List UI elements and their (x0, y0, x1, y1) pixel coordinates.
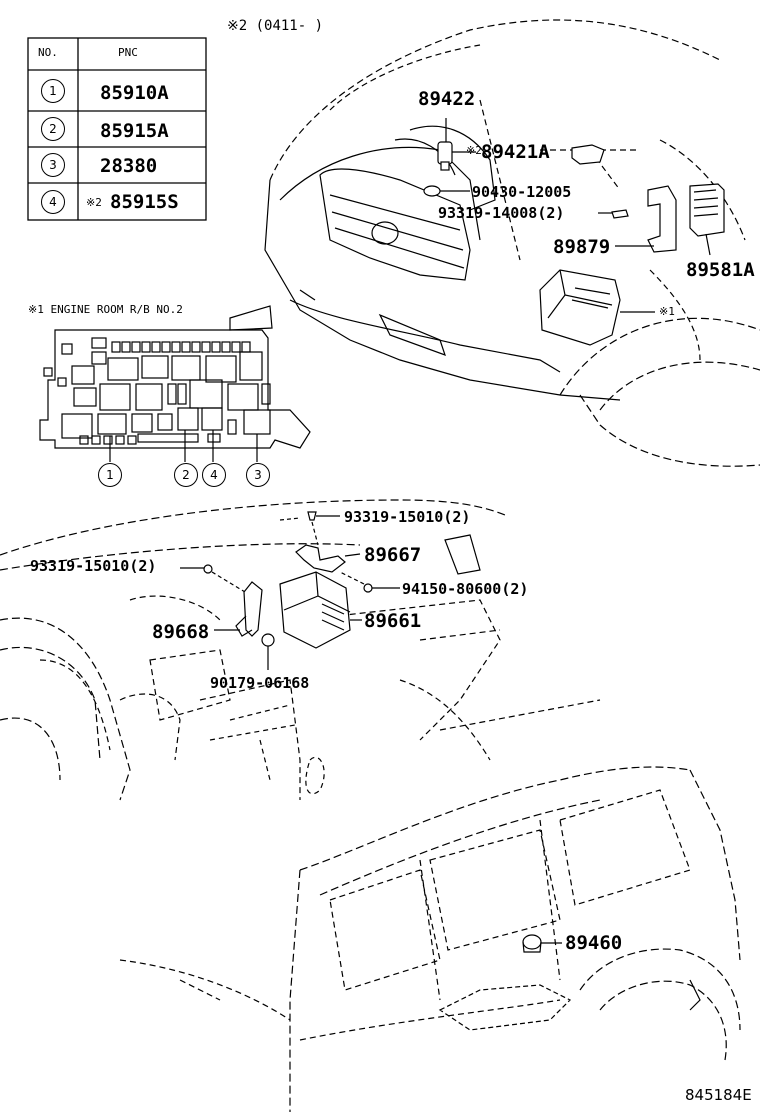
relay-callout: 1 (98, 463, 122, 487)
part-label-89667: 89667 (364, 544, 422, 566)
part-label-89879: 89879 (553, 236, 611, 258)
table-row-mark: ※2 (86, 196, 102, 209)
diagram-id: 845184E (685, 1086, 752, 1104)
part-label-89581a: 89581A (686, 259, 755, 281)
relay-callout: 3 (246, 463, 270, 487)
part-label-89422: 89422 (418, 88, 476, 110)
relay-callout: 2 (174, 463, 198, 487)
part-label-89668: 89668 (152, 621, 210, 643)
table-row-no: 2 (41, 117, 65, 141)
part-label-89460: 89460 (565, 932, 623, 954)
part-label-89661: 89661 (364, 610, 422, 632)
table-row-no: 1 (41, 79, 65, 103)
part-label-94150-80600: 94150-80600(2) (402, 580, 529, 598)
table-row-no: 4 (41, 190, 65, 214)
body-sketch (119, 699, 741, 1112)
table-row-pnc: 85915A (100, 120, 169, 142)
part-label-93319-15010: 93319-15010(2) (344, 508, 471, 526)
table-row-pnc: 28380 (100, 155, 158, 177)
pnc-table-grid (27, 37, 207, 221)
part-label-93319-15010: 93319-15010(2) (30, 557, 157, 575)
relay-callout: 4 (202, 463, 226, 487)
series-note: ※2 (0411- ) (227, 18, 324, 34)
part-label-90179-06168: 90179-06168 (210, 674, 310, 692)
front-vehicle-sketch (264, 19, 760, 467)
dashboard-sketch (0, 499, 506, 801)
relay-box-title: ※1 ENGINE ROOM R/B NO.2 (28, 303, 183, 316)
table-header-pnc: PNC (118, 46, 138, 59)
part-mark: ※1 (659, 305, 675, 318)
part-label-89421a: 89421A (481, 141, 550, 163)
table-row-pnc: 85910A (100, 82, 169, 104)
table-row-pnc: 85915S (110, 191, 179, 213)
part-label-90430-12005: 90430-12005 (472, 183, 572, 201)
relay-box-detail (39, 305, 311, 462)
table-header-no: NO. (38, 46, 58, 59)
part-label-93319-14008: 93319-14008(2) (438, 204, 565, 222)
engine-parts (423, 118, 725, 346)
part-mark: ※2 (466, 144, 482, 157)
table-row-no: 3 (41, 153, 65, 177)
dash-parts (180, 511, 400, 670)
